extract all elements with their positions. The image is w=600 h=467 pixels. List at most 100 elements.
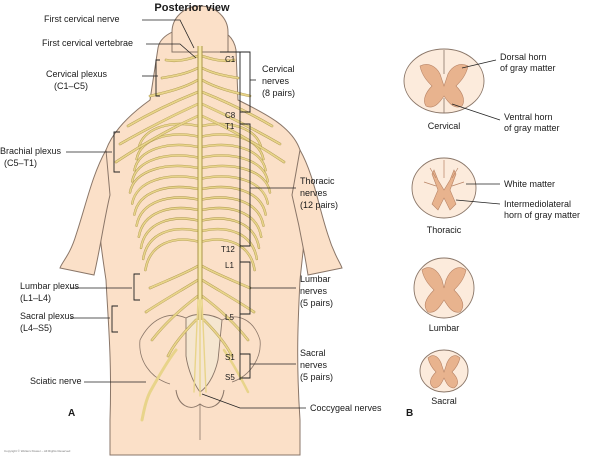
- brachial-nerve-left: [127, 91, 199, 127]
- lumbosacral-nerve-left: [167, 319, 197, 357]
- brachial-nerve-right: [201, 91, 273, 127]
- segment-s5: S5: [225, 373, 235, 382]
- intercostal-nerve-right: [201, 144, 267, 171]
- pelvis-left: [139, 314, 187, 385]
- label-thoracic-nerves: Thoracic: [300, 176, 335, 186]
- label-cervical-plexus: Cervical plexus: [46, 69, 108, 79]
- intercostal-nerve-right: [201, 186, 267, 216]
- right-labels: Cervical nerves (8 pairs) Thoracic nerve…: [201, 51, 382, 413]
- label-sacral-plexus: Sacral plexus: [20, 311, 75, 321]
- figure-title: Posterior view: [154, 2, 230, 14]
- lumbosacral-nerve-right: [201, 295, 249, 341]
- label-intermediolateral-horn: Intermediolateral: [504, 199, 571, 209]
- brachial-nerve-left: [115, 115, 199, 163]
- brachial-nerve-right: [201, 103, 281, 145]
- label-coccygeal-nerves: Coccygeal nerves: [310, 403, 382, 413]
- lumbosacral-nerve-left: [151, 295, 199, 341]
- lumbosacral-nerve-right: [203, 319, 233, 357]
- intercostal-nerve-left: [131, 154, 199, 183]
- label-cervical-nerves-2: nerves: [262, 76, 290, 86]
- label-thoracic-nerves-count: (12 pairs): [300, 200, 338, 210]
- intercostal-nerve-left: [138, 123, 199, 149]
- label-lumbar-plexus-range: (L1–L4): [20, 293, 51, 303]
- panel-label-a: A: [68, 408, 75, 419]
- lumbosacral-nerve-right: [201, 265, 251, 289]
- label-lumbar-nerves-count: (5 pairs): [300, 298, 333, 308]
- intercostal-nerve-right: [201, 133, 265, 160]
- label-sacral-plexus-range: (L4–S5): [20, 323, 52, 333]
- cross-section-cervical: Cervical: [403, 48, 485, 131]
- label-lumbar-nerves-2: nerves: [300, 286, 328, 296]
- segment-l1: L1: [225, 261, 234, 270]
- intercostal-nerve-right: [201, 175, 269, 205]
- intercostal-nerve-left: [131, 175, 199, 205]
- intercostal-nerve-left: [129, 165, 199, 194]
- intercostal-nerve-right: [201, 154, 269, 183]
- brachial-nerve-right: [201, 55, 235, 62]
- intercostal-nerve-right: [201, 228, 258, 260]
- copyright-notice: Copyright © Wolters Kluwer – All Rights …: [4, 449, 71, 453]
- label-first-cervical-nerve: First cervical nerve: [44, 14, 120, 24]
- intercostal-nerve-right: [201, 238, 256, 271]
- label-cervical-nerves: Cervical: [262, 64, 295, 74]
- intercostal-nerve-left: [135, 196, 199, 227]
- intercostal-nerve-left: [144, 238, 199, 271]
- segment-t1: T1: [225, 122, 235, 131]
- thoracic-intercostal-nerves: [128, 122, 272, 272]
- label-ventral-horn-2: of gray matter: [504, 123, 560, 133]
- segment-c1: C1: [225, 55, 236, 64]
- segment-c8: C8: [225, 111, 236, 120]
- lumbosacral-nerve-right: [201, 279, 255, 313]
- label-intermediolateral-horn-2: horn of gray matter: [504, 210, 580, 220]
- intercostal-nerve-right: [201, 165, 271, 194]
- label-lumbar-nerves: Lumbar: [300, 274, 331, 284]
- label-sciatic-nerve: Sciatic nerve: [30, 376, 82, 386]
- segment-t12: T12: [221, 245, 235, 254]
- cross-label-cervical: Cervical: [428, 121, 461, 131]
- lumbosacral-nerve-left: [149, 265, 199, 289]
- brachial-nerve-left: [161, 67, 199, 79]
- brachial-nerve-right: [201, 67, 239, 79]
- segment-s1: S1: [225, 353, 235, 362]
- label-lumbar-plexus: Lumbar plexus: [20, 281, 80, 291]
- label-ventral-horn: Ventral horn: [504, 112, 553, 122]
- cauda-equina: [193, 299, 207, 397]
- panel-label-b: B: [406, 408, 413, 419]
- brachial-nerve-left: [119, 103, 199, 145]
- intercostal-nerve-left: [138, 207, 199, 238]
- intercostal-nerve-left: [133, 144, 199, 171]
- cross-label-sacral: Sacral: [431, 396, 457, 406]
- label-cervical-nerves-count: (8 pairs): [262, 88, 295, 98]
- cross-section-sacral: Sacral: [419, 349, 469, 406]
- left-labels: First cervical nerve First cervical vert…: [0, 14, 197, 386]
- lumbosacral-nerve-left: [145, 279, 199, 313]
- label-thoracic-nerves-2: nerves: [300, 188, 328, 198]
- brachial-nerve-left: [149, 79, 199, 97]
- pelvis-right: [221, 316, 261, 383]
- intercostal-nerve-left: [142, 228, 199, 260]
- label-brachial-plexus-range: (C5–T1): [4, 158, 37, 168]
- intercostal-nerve-left: [133, 186, 199, 216]
- sciatic-nerve-right: [222, 348, 250, 394]
- label-cervical-plexus-range: (C1–C5): [54, 81, 88, 91]
- sciatic-nerve: [140, 348, 178, 422]
- label-sacral-nerves: Sacral: [300, 348, 326, 358]
- brachial-nerve-right: [201, 79, 251, 97]
- intercostal-nerve-right: [201, 217, 260, 249]
- label-brachial-plexus: Brachial plexus: [0, 146, 62, 156]
- label-sacral-nerves-count: (5 pairs): [300, 372, 333, 382]
- label-white-matter: White matter: [504, 179, 555, 189]
- segment-l5: L5: [225, 313, 234, 322]
- label-sacral-nerves-2: nerves: [300, 360, 328, 370]
- plexus-nerves: [114, 54, 286, 358]
- cross-label-thoracic: Thoracic: [427, 225, 462, 235]
- intercostal-nerve-right: [201, 196, 265, 227]
- intercostal-nerve-left: [140, 217, 199, 249]
- label-dorsal-horn-2: of gray matter: [500, 63, 556, 73]
- cross-section-lumbar: Lumbar: [413, 257, 475, 333]
- intercostal-nerve-left: [135, 133, 199, 160]
- cross-section-thoracic: Thoracic: [411, 157, 477, 235]
- cross-label-lumbar: Lumbar: [429, 323, 460, 333]
- label-dorsal-horn: Dorsal horn: [500, 52, 547, 62]
